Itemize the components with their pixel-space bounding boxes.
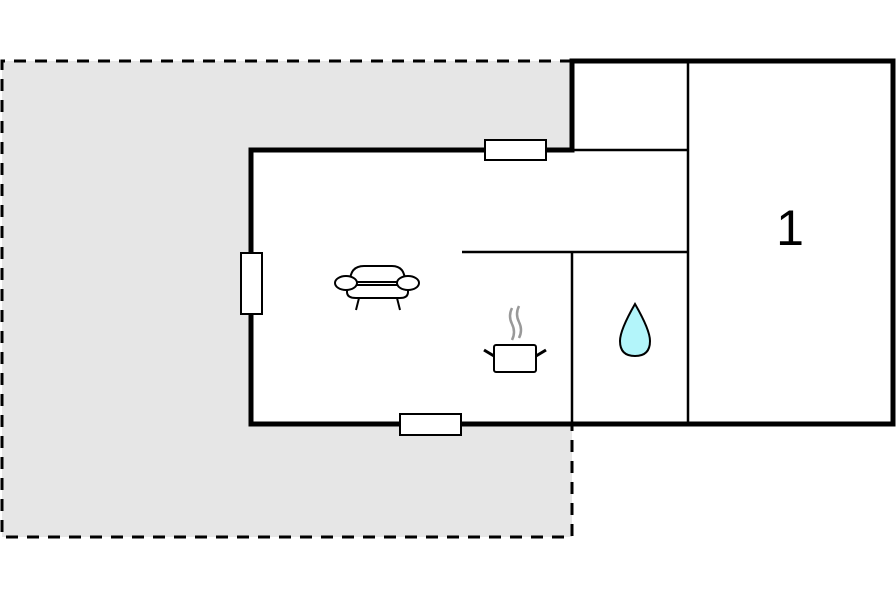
- terrace: [0, 59, 574, 539]
- cooking-pot-icon: [483, 305, 547, 373]
- sofa-icon: [334, 265, 420, 311]
- interior-walls: [462, 61, 690, 424]
- window-top: [484, 139, 547, 161]
- exterior-walls: [248, 58, 896, 427]
- window-bottom: [399, 413, 462, 436]
- water-drop-icon: [618, 301, 652, 358]
- bedroom-number-label: 1: [776, 200, 804, 256]
- window-left: [240, 252, 263, 315]
